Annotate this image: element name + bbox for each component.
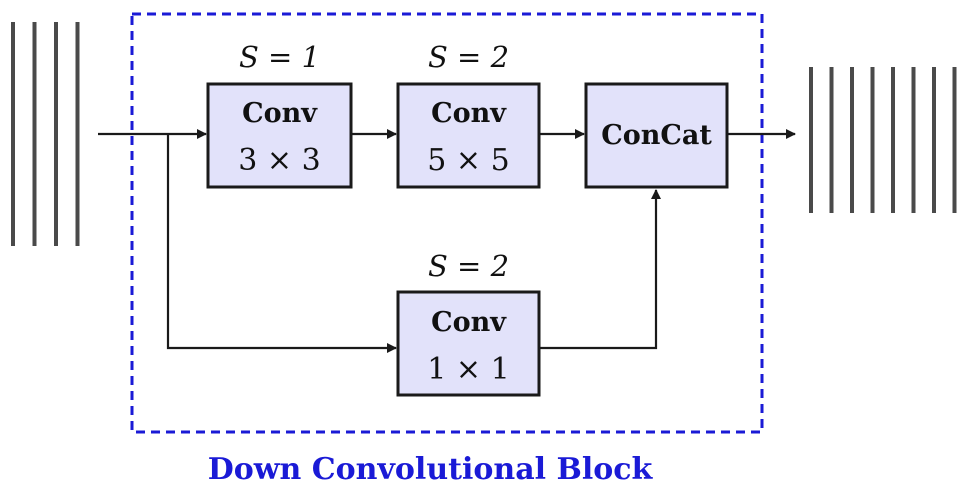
conv5x5-kernel-size: 5 × 5	[427, 143, 509, 178]
conv3x3-stride-label: S = 1	[239, 40, 320, 74]
concat-box	[584, 82, 729, 189]
conv1-to-concat-arrow	[540, 189, 661, 350]
skip-branch-arrow	[166, 134, 397, 353]
block-frame	[130, 12, 764, 434]
concat-block: ConCat	[584, 82, 729, 189]
conv1x1-stride-label: S = 2	[428, 249, 509, 283]
conv1x1-box	[396, 290, 541, 397]
conv3x3-title: Conv	[242, 98, 318, 129]
conv5x5-box	[396, 82, 541, 189]
conv1x1-kernel-size: 1 × 1	[427, 352, 509, 387]
conv1x1-title: Conv	[431, 307, 507, 338]
conv3x3-box	[206, 82, 353, 189]
conv5x5-block: S = 2 Conv 5 × 5	[396, 40, 541, 189]
block-caption: Down Convolutional Block	[208, 452, 654, 487]
concat-title: ConCat	[601, 120, 712, 151]
input-feature-maps	[11, 22, 80, 246]
output-feature-maps	[809, 67, 957, 213]
conv1x1-block: S = 2 Conv 1 × 1	[396, 249, 541, 397]
conv5x5-stride-label: S = 2	[428, 40, 509, 74]
conv3x3-kernel-size: 3 × 3	[238, 143, 320, 178]
conv3x3-block: S = 1 Conv 3 × 3	[206, 40, 353, 189]
conv5x5-title: Conv	[431, 98, 507, 129]
